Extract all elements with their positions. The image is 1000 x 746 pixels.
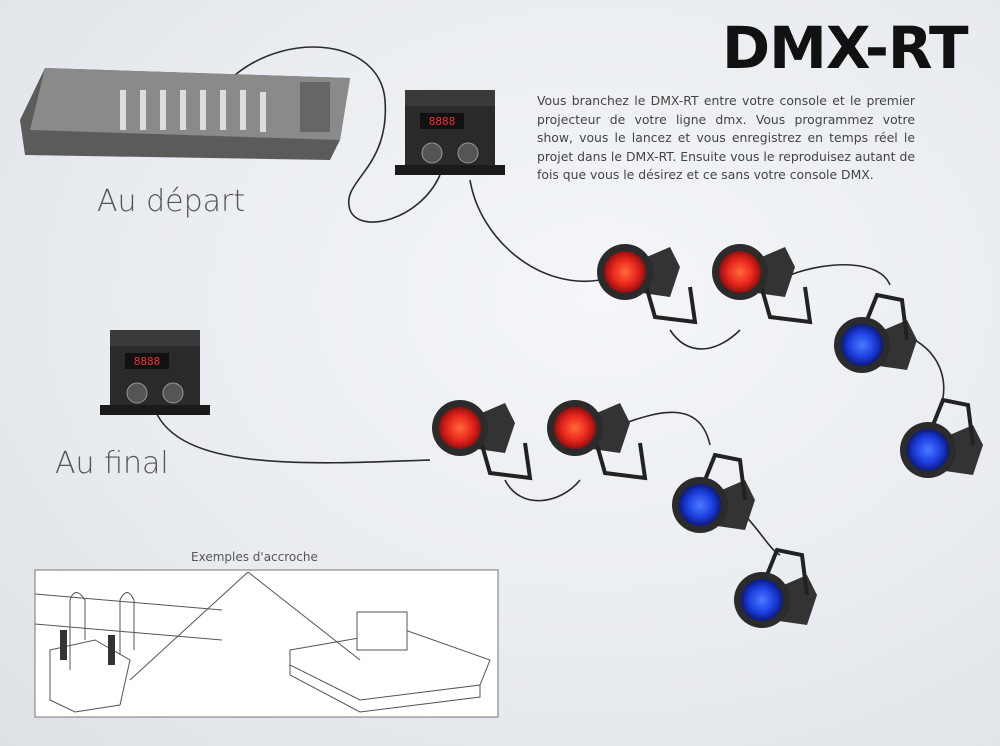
par-light-red	[595, 242, 697, 324]
par-light-red	[545, 398, 647, 480]
par-light-blue	[670, 453, 757, 535]
par-light-blue	[832, 293, 919, 375]
description-text: Vous branchez le DMX-RT entre votre cons…	[537, 93, 915, 182]
dmx-console	[20, 68, 350, 160]
par-light-red	[710, 242, 812, 324]
page-title: DMX-RT	[722, 14, 969, 82]
par-light-blue	[732, 548, 819, 630]
par-light-blue	[898, 398, 985, 480]
par-light-red	[430, 398, 532, 480]
cables	[154, 46, 945, 556]
dmx-rt-device-start	[394, 89, 506, 176]
mounting-examples-panel	[34, 569, 499, 718]
label-start: Au départ	[97, 184, 246, 219]
dmx-rt-device-final	[99, 329, 211, 416]
label-final: Au final	[55, 446, 169, 481]
mounting-caption: Exemples d'accroche	[191, 550, 318, 564]
